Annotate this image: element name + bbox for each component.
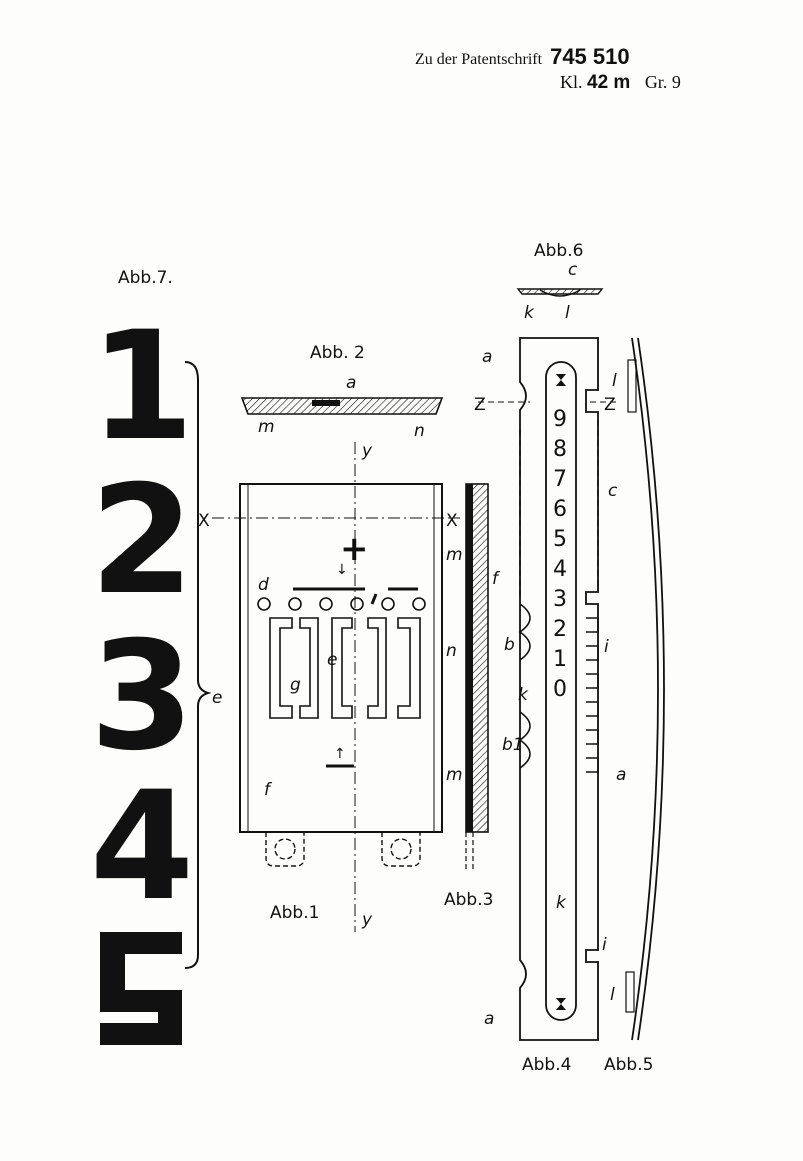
label-y-bottom: y (361, 910, 373, 930)
label-a-fig5: a (616, 765, 626, 785)
figure-4: Z Z 9 8 7 6 5 4 3 2 1 0 a l c b i k b1 k… (474, 337, 618, 1075)
figure-3: m f n m Abb.3 (444, 483, 501, 910)
label-a-fig4-top: a (482, 347, 492, 367)
label-e-fig1: e (327, 650, 337, 670)
fig7-glyph-3: 3 (90, 610, 194, 784)
class-number: 42 m (587, 72, 631, 93)
label-z-left: Z (474, 395, 486, 415)
patent-header: Zu der Patentschrift 745 510 (415, 44, 630, 70)
label-f-fig3: f (492, 569, 501, 589)
label-e-fig7: e (212, 688, 222, 708)
fig6-caption: Abb.6 (534, 241, 583, 261)
fig5-caption: Abb.5 (604, 1055, 653, 1075)
fig2-caption: Abb. 2 (310, 343, 365, 363)
label-g: g (290, 675, 301, 695)
label-k-fig4-bottom: k (556, 893, 567, 913)
label-f-fig1: f (264, 780, 273, 800)
label-c-fig4: c (608, 481, 618, 501)
header-prefix: Zu der Patentschrift (415, 51, 543, 68)
scale-digit-2: 2 (553, 617, 567, 642)
figure-7: Abb.7. 1 2 3 4 e (90, 268, 222, 1045)
label-a-fig2: a (346, 373, 356, 393)
fig7-glyph-2: 2 (90, 454, 194, 628)
label-m-fig3-bottom: m (446, 765, 463, 785)
label-n-fig2: n (414, 421, 425, 441)
fig7-glyph-1: 1 (90, 300, 194, 474)
scale-digit-3: 3 (553, 587, 567, 612)
label-n-fig3: n (446, 641, 457, 661)
figure-1: y y X X + ↓ d g e ↑ (198, 441, 460, 932)
scale-digit-1: 1 (553, 647, 567, 672)
arrow-up-symbol: ↑ (334, 746, 346, 762)
label-l-fig6: l (565, 303, 570, 323)
label-y-top: y (361, 441, 373, 461)
arrow-down-symbol: ↓ (336, 562, 348, 578)
fig3-caption: Abb.3 (444, 890, 493, 910)
figure-2: Abb. 2 a m n (240, 343, 444, 441)
fig1-caption: Abb.1 (270, 903, 319, 923)
scale-digit-6: 6 (553, 497, 567, 522)
label-l-fig4: l (612, 371, 617, 391)
figure-5: a l Abb.5 (604, 337, 665, 1075)
plus-symbol: + (340, 529, 369, 569)
label-x-right: X (446, 511, 458, 531)
fig4-caption: Abb.4 (522, 1055, 571, 1075)
label-l-fig5: l (610, 985, 615, 1005)
group-number: 9 (671, 72, 681, 92)
label-m-fig2: m (258, 417, 275, 437)
fig7-brace (184, 361, 212, 969)
fig7-glyph-5-shape (100, 932, 182, 1045)
fig7-caption: Abb.7. (118, 268, 173, 288)
label-i-fig4-bottom: i (602, 935, 607, 955)
label-m-fig3-top: m (446, 545, 463, 565)
group-label: Gr. (644, 72, 668, 92)
figure-6: Abb.6 c k l (516, 241, 604, 323)
label-x-left: X (198, 511, 210, 531)
scale-digit-4: 4 (553, 557, 567, 582)
fig7-glyph-4: 4 (90, 760, 194, 934)
label-d: d (258, 575, 269, 595)
patent-class: Kl. 42 m Gr. 9 (560, 72, 681, 94)
label-k-fig4-top: k (518, 685, 529, 705)
patent-number: 745 510 (550, 44, 630, 69)
scale-digit-5: 5 (553, 527, 567, 552)
label-a-fig4-bottom: a (484, 1009, 494, 1029)
label-k-fig6: k (524, 303, 535, 323)
label-z-right: Z (604, 395, 616, 415)
label-b: b (504, 635, 515, 655)
scale-digit-7: 7 (553, 467, 567, 492)
scale-digit-8: 8 (553, 437, 567, 462)
label-i-fig4: i (604, 637, 609, 657)
scale-digit-0: 0 (553, 677, 567, 702)
label-b1: b1 (502, 735, 524, 755)
label-c-fig6: c (568, 260, 578, 280)
class-label: Kl. (560, 72, 583, 92)
scale-digit-9: 9 (553, 407, 567, 432)
scale-digits: 9 8 7 6 5 4 3 2 1 0 (553, 407, 567, 702)
